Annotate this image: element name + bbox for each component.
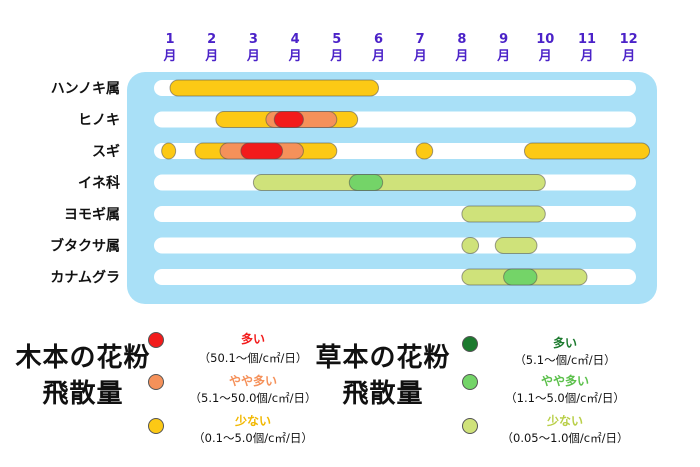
row-label: ヨモギ属 bbox=[64, 206, 120, 223]
month-number-label: 11 bbox=[578, 32, 596, 47]
herb-low-range: （0.05〜1.0個/c㎡/日） bbox=[501, 431, 629, 445]
pollen-period-bar bbox=[415, 142, 434, 160]
row-label: ヒノキ bbox=[78, 113, 120, 129]
month-number-label: 3 bbox=[249, 32, 258, 47]
pollen-period-bar bbox=[523, 142, 651, 160]
tree-legend-title-line2: 飛散量 bbox=[42, 379, 124, 409]
month-unit-label: 月 bbox=[246, 49, 260, 64]
tree-low-range: （0.1〜5.0個/c㎡/日） bbox=[193, 431, 313, 445]
herb-high-swatch bbox=[462, 336, 478, 352]
row-track bbox=[154, 237, 636, 254]
month-number-label: 7 bbox=[416, 32, 425, 47]
month-unit-label: 月 bbox=[204, 49, 218, 64]
month-number-label: 12 bbox=[620, 32, 638, 47]
row-label: ブタクサ属 bbox=[50, 238, 120, 255]
pollen-period-bar bbox=[161, 142, 177, 160]
pollen-period-bar bbox=[348, 174, 384, 191]
month-unit-label: 月 bbox=[329, 49, 343, 64]
tree-legend-title: 木本の花粉 飛散量 bbox=[8, 340, 158, 412]
pollen-calendar-chart: 1 月 2 月 3 月 4 月 5 月 6 月 7 月 8 月 9 月 10 月 11 月 12 月ハンノキ属ヒノキスギイネ科… bbox=[50, 32, 657, 304]
row-label: イネ科 bbox=[78, 175, 120, 192]
month-number-label: 5 bbox=[332, 32, 341, 47]
herb-high-label: 多い bbox=[552, 336, 577, 350]
herb-low-label: 少ない bbox=[546, 414, 583, 428]
pollen-period-bar bbox=[503, 268, 538, 286]
tree-mid-label: やや多い bbox=[228, 374, 277, 388]
month-unit-label: 月 bbox=[288, 49, 302, 64]
month-number-label: 10 bbox=[536, 32, 554, 47]
month-number-label: 2 bbox=[207, 32, 216, 47]
month-unit-label: 月 bbox=[371, 49, 385, 64]
row-label: スギ bbox=[92, 143, 120, 160]
month-number-label: 8 bbox=[457, 32, 466, 47]
herb-legend-title-line1: 草本の花粉 bbox=[315, 343, 451, 373]
herb-legend-title: 草本の花粉 飛散量 bbox=[308, 340, 458, 412]
month-number-label: 4 bbox=[291, 32, 300, 47]
month-unit-label: 月 bbox=[621, 49, 635, 64]
month-unit-label: 月 bbox=[162, 49, 176, 64]
tree-legend-title-line1: 木本の花粉 bbox=[15, 343, 151, 373]
herb-legend-title-line2: 飛散量 bbox=[342, 379, 424, 409]
tree-low-swatch bbox=[148, 418, 164, 434]
herb-low-swatch bbox=[462, 418, 478, 434]
month-unit-label: 月 bbox=[538, 49, 552, 64]
pollen-period-bar bbox=[252, 174, 546, 191]
herb-high-range: （5.1〜個/c㎡/日） bbox=[514, 353, 616, 367]
pollen-period-bar bbox=[240, 142, 284, 160]
pollen-period-bar bbox=[169, 79, 379, 97]
month-unit-label: 月 bbox=[413, 49, 427, 64]
month-number-label: 1 bbox=[165, 32, 174, 47]
pollen-period-bar bbox=[461, 205, 546, 223]
tree-mid-range: （5.1〜50.0個/c㎡/日） bbox=[189, 391, 317, 405]
month-number-label: 6 bbox=[374, 32, 383, 47]
chart-svg: 1 月 2 月 3 月 4 月 5 月 6 月 7 月 8 月 9 月 10 月 11 月 12 月ハンノキ属ヒノキスギイネ科… bbox=[50, 32, 657, 304]
month-unit-label: 月 bbox=[579, 49, 593, 64]
pollen-period-bar bbox=[461, 237, 480, 254]
tree-mid-swatch bbox=[148, 374, 164, 390]
row-label: ハンノキ属 bbox=[51, 81, 120, 97]
herb-mid-range: （1.1〜5.0個/c㎡/日） bbox=[505, 391, 625, 405]
herb-mid-label: やや多い bbox=[540, 374, 589, 388]
month-unit-label: 月 bbox=[496, 49, 510, 64]
tree-low-label: 少ない bbox=[234, 414, 271, 428]
row-track bbox=[154, 206, 636, 222]
tree-high-label: 多い bbox=[240, 332, 265, 346]
herb-mid-swatch bbox=[462, 374, 478, 390]
tree-high-swatch bbox=[148, 332, 164, 348]
month-number-label: 9 bbox=[499, 32, 508, 47]
row-label: カナムグラ bbox=[50, 269, 120, 286]
tree-high-range: （50.1〜個/c㎡/日） bbox=[198, 351, 308, 365]
pollen-period-bar bbox=[494, 237, 538, 254]
month-unit-label: 月 bbox=[454, 49, 468, 64]
pollen-period-bar bbox=[273, 111, 304, 128]
